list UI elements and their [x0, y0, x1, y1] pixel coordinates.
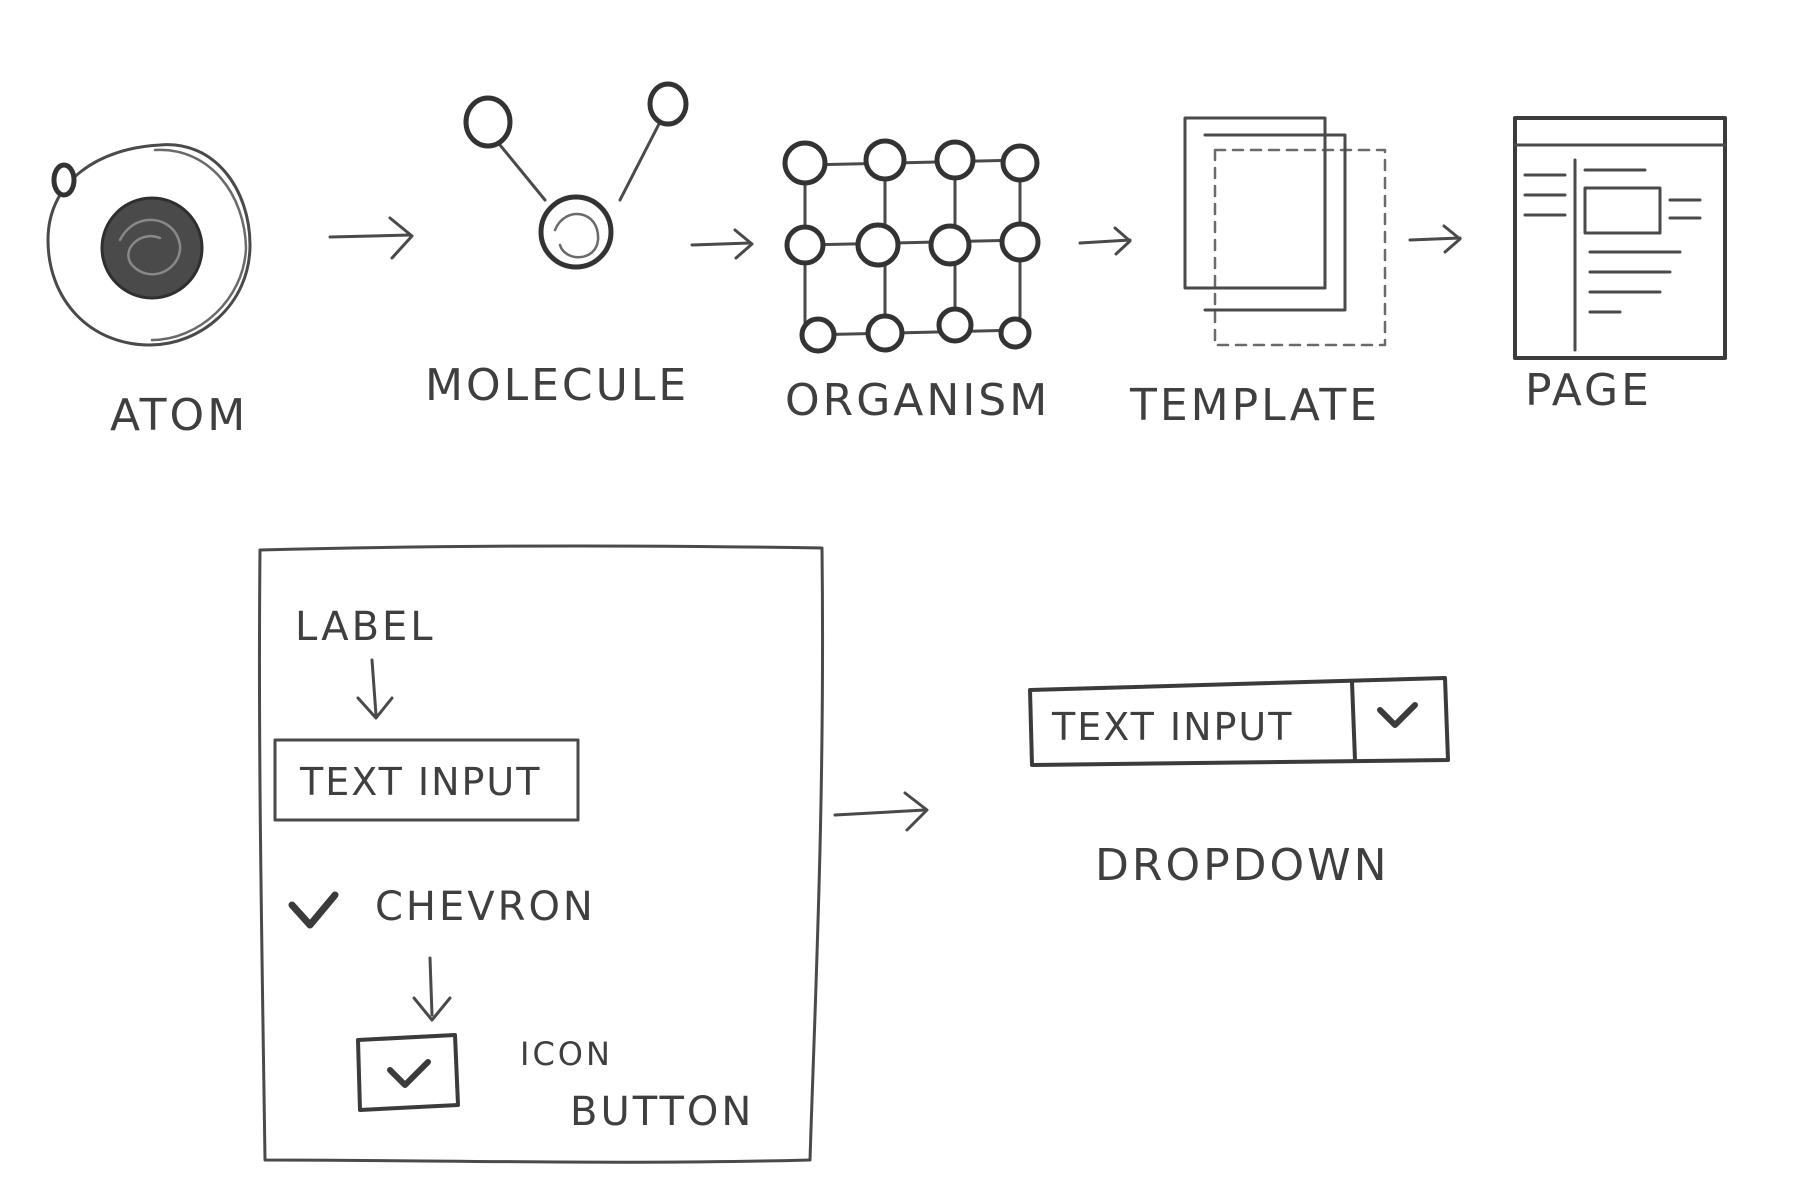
stage-label-organism: ORGANISM — [785, 375, 1050, 426]
stage-label-template: TEMPLATE — [1129, 380, 1380, 431]
label-atom-text: LABEL — [295, 604, 436, 650]
dropdown-label: DROPDOWN — [1095, 840, 1390, 891]
template-illustration — [1183, 116, 1387, 347]
icon-button-label-line2: BUTTON — [570, 1089, 754, 1135]
icon-button-atom — [356, 1033, 460, 1112]
chevron-atom-text: CHEVRON — [375, 884, 596, 930]
stage-label-molecule: MOLECULE — [425, 360, 689, 411]
page-illustration — [1513, 116, 1727, 360]
stage-label-atom: ATOM — [110, 390, 248, 441]
arrow-down-icon — [356, 658, 394, 720]
arrow-right-icon — [833, 791, 929, 832]
arrow-down-icon — [412, 956, 452, 1022]
organism-illustration — [782, 138, 1041, 354]
molecule-illustration — [463, 81, 689, 270]
atoms-panel — [257, 544, 825, 1164]
text-input-atom-text: TEXT INPUT — [299, 760, 541, 804]
stage-label-page: PAGE — [1525, 365, 1652, 416]
arrow-right-icon — [328, 216, 414, 260]
arrow-right-icon — [690, 228, 754, 260]
arrow-right-icon — [1408, 224, 1462, 254]
chevron-down-icon — [288, 891, 339, 929]
atom-illustration — [46, 143, 252, 347]
icon-button-label-line1: ICON — [520, 1035, 613, 1073]
text-input-atom — [273, 738, 580, 822]
dropdown-text-input-text: TEXT INPUT — [1051, 705, 1293, 749]
arrow-right-icon — [1078, 226, 1132, 256]
dropdown-molecule — [1028, 676, 1450, 767]
